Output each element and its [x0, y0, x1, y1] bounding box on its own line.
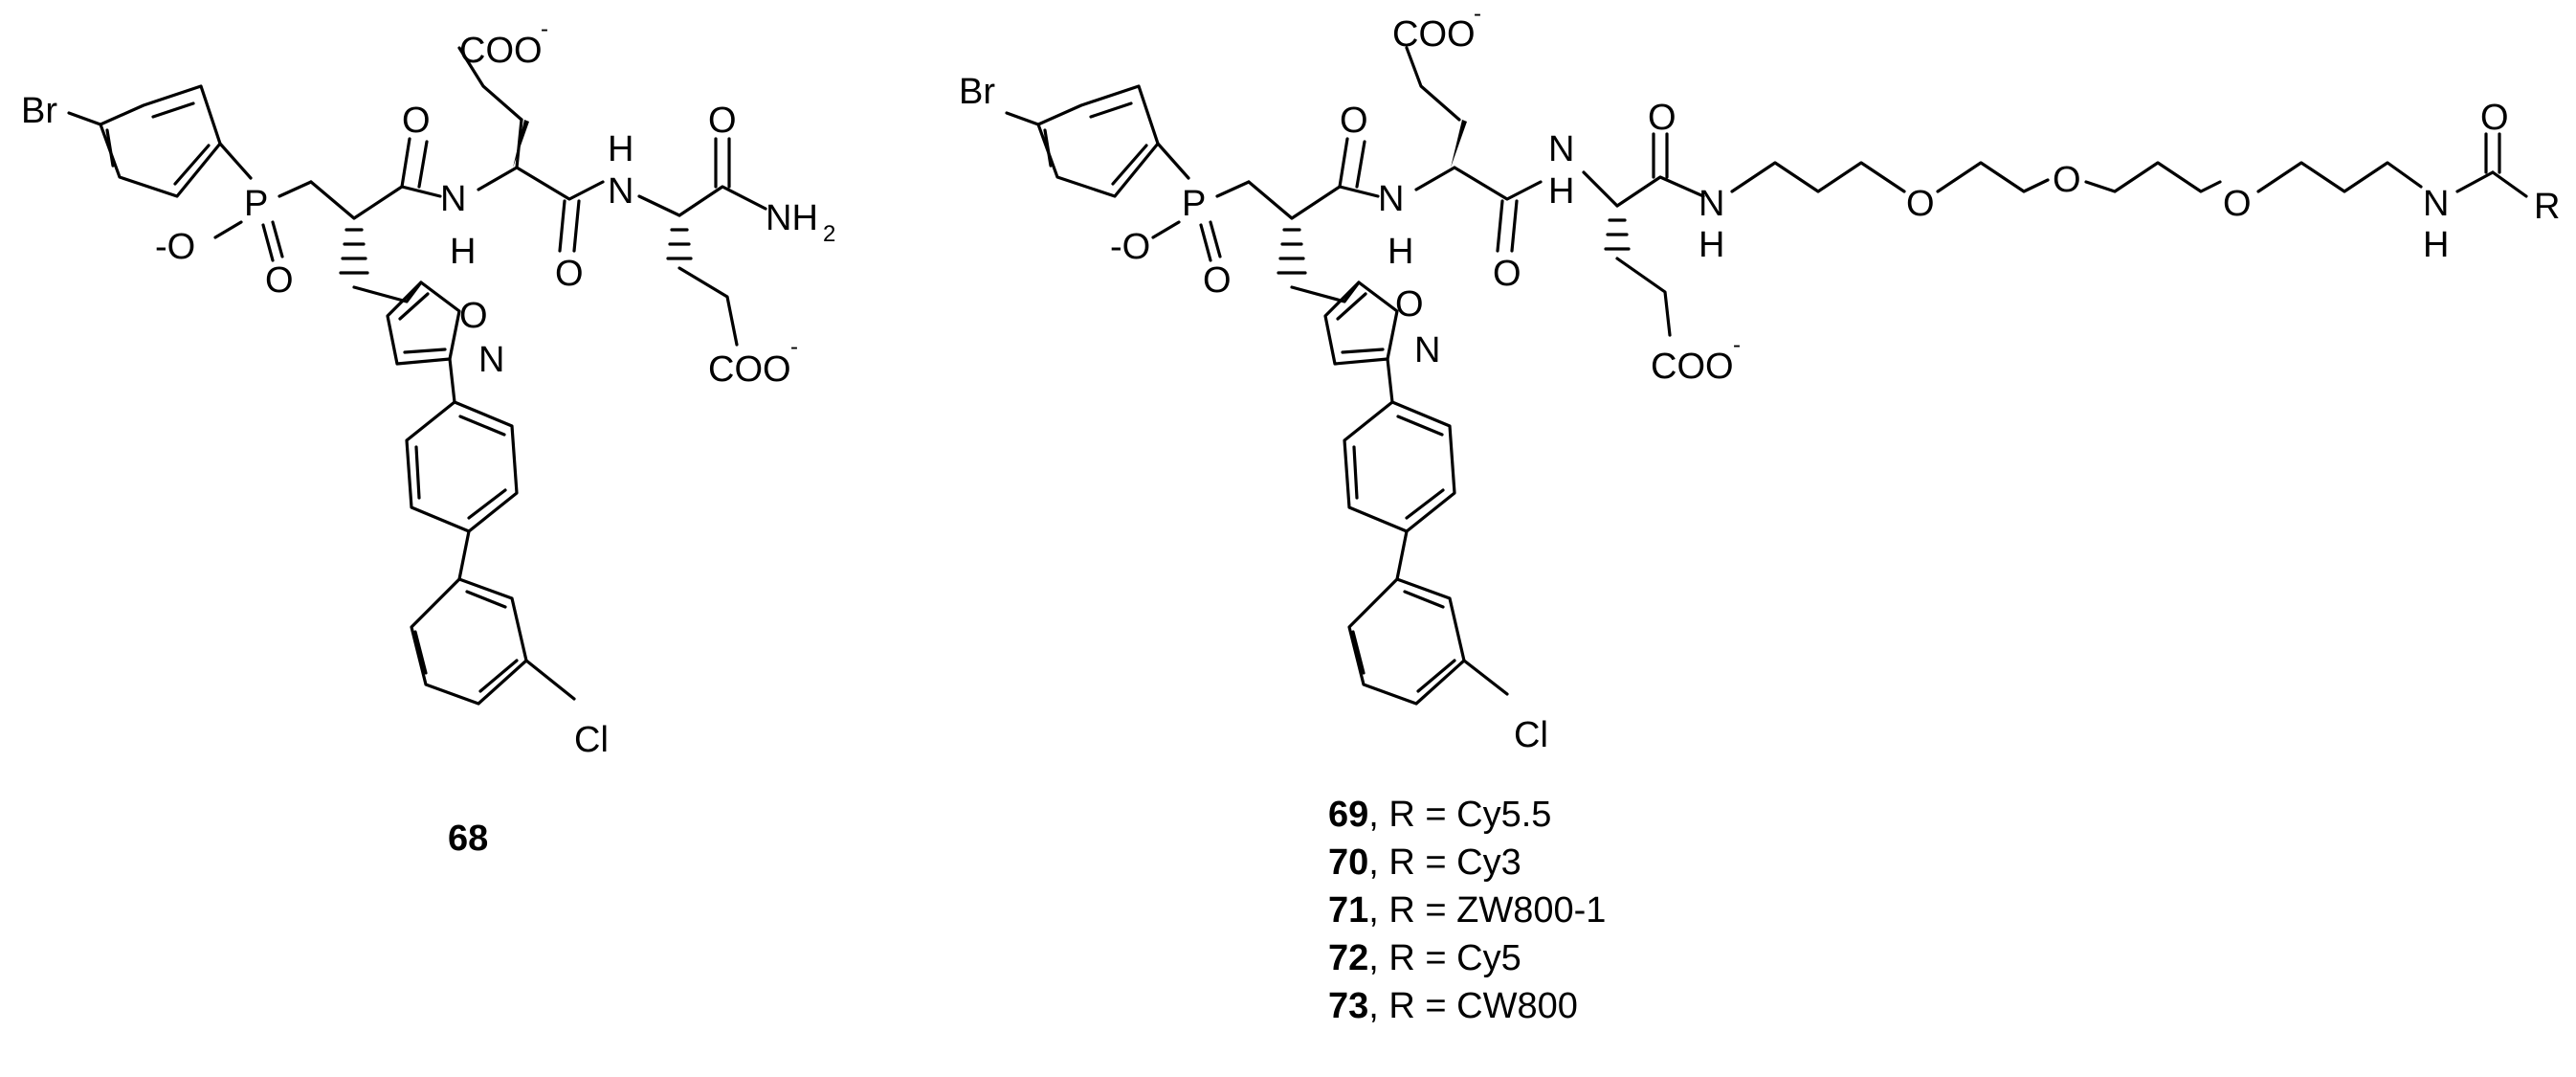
isoxazole-o-label-69: O: [1395, 284, 1424, 325]
bromophenyl-ring-68: [67, 84, 222, 198]
amide-n2-label-68: N: [608, 171, 633, 212]
amide-n2-label-69: N: [1548, 129, 1574, 169]
variant-73-number: 73: [1328, 986, 1369, 1026]
variant-70-number: 70: [1328, 842, 1369, 883]
amide-n3-label-69: N: [1699, 184, 1724, 224]
chlorine-label-68: Cl: [574, 720, 609, 760]
carbonyl-o3-label-69: O: [1648, 98, 1677, 138]
variant-69-number: 69: [1328, 795, 1369, 835]
phenyl-ring-68a: [405, 400, 519, 533]
coo-bottom-charge-68: -: [790, 334, 798, 360]
ether-o1-label-69: O: [1906, 184, 1935, 224]
variant-71-text: , R = ZW800-1: [1368, 890, 1607, 931]
isoxazole-n-label-69: N: [1414, 330, 1440, 370]
chlorophenyl-ring-68: [410, 577, 528, 706]
amide-nh2-label-68: NH: [766, 198, 818, 238]
amide-n1-label-69: N: [1378, 179, 1404, 219]
stereo-dash-68a: [339, 228, 369, 275]
amide-h2-label-68: H: [608, 129, 633, 169]
phosphonate-o-label-68: O: [265, 260, 294, 301]
coo-top-label-69: COO: [1392, 14, 1476, 55]
compound-69-73-structure: Br P -O O O N H COO - O N H: [959, 1, 2560, 755]
compound-68-caption: 68: [448, 819, 488, 860]
isoxazole-ring-68: [386, 280, 461, 366]
compound-68-structure: Br P -O O O N H COO -: [21, 16, 835, 760]
variant-71-caption: 71, R = ZW800-1: [1328, 890, 1606, 931]
isoxazole-n-label-68: N: [478, 340, 504, 380]
chlorine-label-69: Cl: [1514, 715, 1548, 755]
chlorophenyl-ring-69: [1347, 577, 1466, 706]
coo-top-label-68: COO: [459, 31, 543, 71]
amide-h2-label-69: H: [1548, 171, 1574, 212]
carbonyl-o3-label-68: O: [708, 101, 737, 141]
coo-bottom-label-69: COO: [1651, 347, 1734, 387]
variant-70-caption: 70, R = Cy3: [1328, 842, 1521, 884]
coo-bottom-label-68: COO: [708, 349, 791, 390]
terminal-carbonyl-o-label-69: O: [2480, 98, 2509, 138]
phosphorus-label-69: P: [1182, 184, 1206, 224]
stereo-dash-69b: [1604, 218, 1631, 251]
amide-h3-label-69: H: [1699, 225, 1724, 265]
variant-73-caption: 73, R = CW800: [1328, 986, 1578, 1027]
terminal-n-label-69: N: [2423, 184, 2449, 224]
coo-bottom-charge-69: -: [1733, 332, 1741, 358]
amide-n1-label-68: N: [440, 179, 466, 219]
phosphonate-o-minus-label-69: -O: [1110, 227, 1150, 267]
stereo-dash-69a: [1277, 228, 1307, 275]
compound-68-number: 68: [448, 819, 489, 859]
bromophenyl-ring-69: [1005, 84, 1160, 198]
r-group-label-69: R: [2534, 187, 2560, 227]
phosphonate-o-minus-label-68: -O: [155, 227, 195, 267]
phosphonate-o-label-69: O: [1203, 260, 1232, 301]
phosphorus-label-68: P: [244, 184, 268, 224]
coo-top-charge-69: -: [1474, 1, 1481, 27]
carbonyl-o2-label-68: O: [555, 254, 584, 294]
variant-72-caption: 72, R = Cy5: [1328, 938, 1521, 979]
variant-71-number: 71: [1328, 890, 1369, 931]
carbonyl-o2-label-69: O: [1493, 254, 1521, 294]
phenyl-ring-69a: [1343, 400, 1456, 533]
ether-o2-label-69: O: [2053, 160, 2081, 200]
terminal-h-label-69: H: [2423, 225, 2449, 265]
isoxazole-o-label-68: O: [459, 296, 488, 336]
amide-h1-label-68: H: [450, 232, 476, 272]
carbonyl-o1-label-69: O: [1340, 101, 1368, 141]
ether-o3-label-69: O: [2223, 184, 2252, 224]
variant-69-caption: 69, R = Cy5.5: [1328, 795, 1551, 836]
coo-top-charge-68: -: [541, 16, 548, 42]
isoxazole-ring-69: [1323, 280, 1399, 366]
variant-72-text: , R = Cy5: [1368, 938, 1521, 978]
stereo-dash-68b: [666, 228, 693, 260]
bromine-label-68: Br: [21, 91, 57, 131]
carbonyl-o1-label-68: O: [402, 101, 431, 141]
amide-h1-label-69: H: [1388, 232, 1413, 272]
amide-nh2-subscript-68: 2: [823, 221, 835, 247]
variant-70-text: , R = Cy3: [1368, 842, 1521, 883]
variant-69-text: , R = Cy5.5: [1368, 795, 1552, 835]
variant-73-text: , R = CW800: [1368, 986, 1578, 1026]
variant-72-number: 72: [1328, 938, 1369, 978]
bromine-label-69: Br: [959, 72, 995, 112]
